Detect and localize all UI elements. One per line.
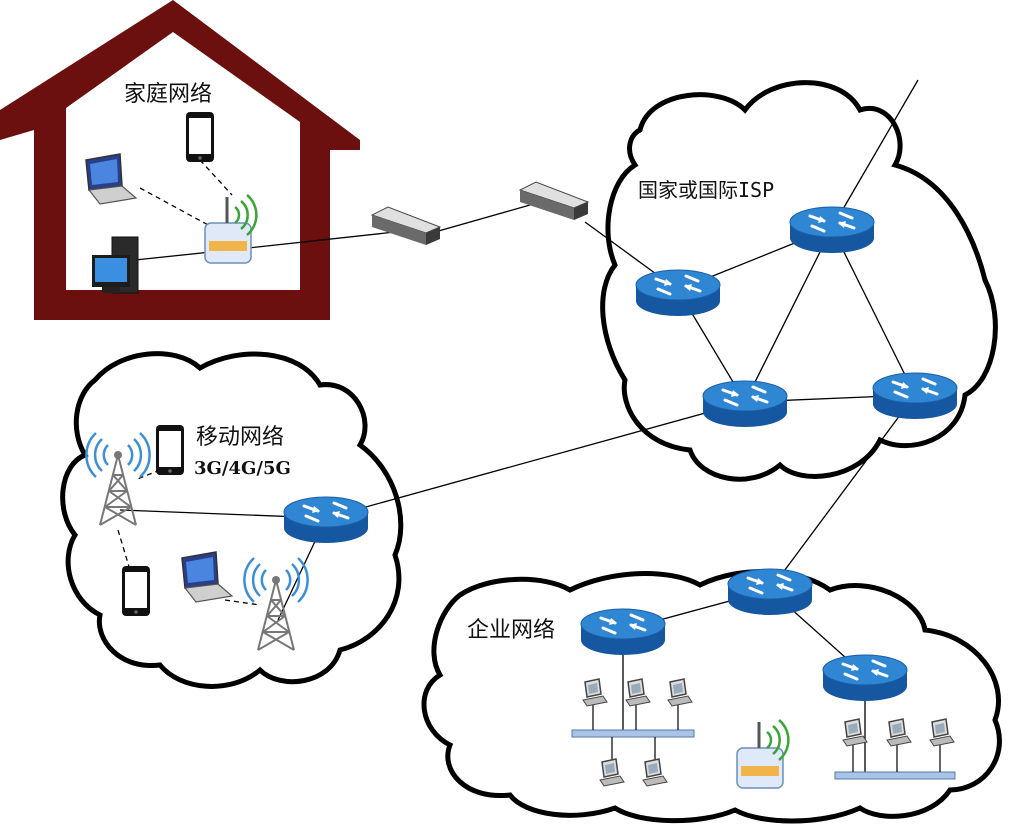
- cloud-enterprise: [421, 569, 1002, 824]
- router-icon: [701, 379, 789, 429]
- router-icon: [788, 205, 876, 255]
- laptop-icon: [85, 153, 137, 205]
- smartphone-icon: [186, 112, 214, 162]
- mobile-generation-label: 3G/4G/5G: [194, 458, 291, 479]
- lan-drops: [592, 702, 941, 772]
- house-icon: [0, 0, 360, 320]
- smartphone-icon: [122, 566, 150, 616]
- router-icon: [821, 653, 909, 703]
- router-icon: [726, 567, 814, 617]
- enterprise-network-label: 企业网络: [467, 618, 555, 643]
- mobile-network-label: 移动网络: [196, 425, 284, 450]
- isp-label: 国家或国际ISP: [638, 178, 774, 202]
- home-network-label: 家庭网络: [124, 82, 212, 107]
- router-icon: [634, 268, 722, 318]
- modem-icon: [371, 206, 441, 246]
- wireless-links: [117, 159, 261, 606]
- desktop-icon: [91, 236, 139, 294]
- bus-line-icon: [571, 729, 956, 780]
- router-icon: [579, 607, 667, 657]
- router-icon: [282, 495, 370, 545]
- wifi-router-icon: [203, 193, 258, 265]
- router-icon: [871, 371, 959, 421]
- smartphone-icon: [156, 425, 184, 475]
- modem-icon: [519, 181, 589, 221]
